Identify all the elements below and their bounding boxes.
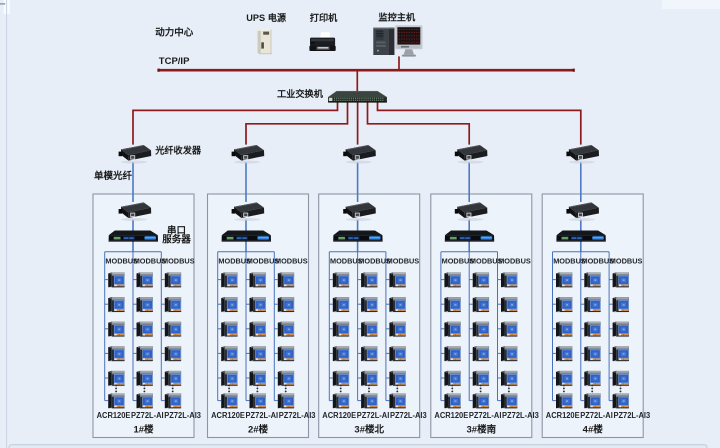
svg-text:光纤收发器: 光纤收发器 (154, 145, 202, 156)
svg-text:打印机: 打印机 (310, 12, 338, 23)
svg-text:MODBUS: MODBUS (582, 257, 615, 266)
svg-text:MODBUS: MODBUS (134, 257, 167, 266)
svg-text:动力中心: 动力中心 (155, 27, 194, 39)
svg-text:串口: 串口 (167, 225, 186, 237)
svg-text:MODBUS: MODBUS (218, 257, 251, 266)
svg-text:ACR120E PZ72L-AI PZ72L-AI3: ACR120E PZ72L-AI PZ72L-AI3 (322, 411, 427, 420)
svg-text:MODBUS: MODBUS (553, 257, 586, 266)
svg-text:MODBUS: MODBUS (105, 257, 138, 266)
svg-text:ACR120E PZ72L-AI PZ72L-AI3: ACR120E PZ72L-AI PZ72L-AI3 (434, 411, 539, 420)
svg-text:MODBUS: MODBUS (470, 257, 503, 266)
svg-text:ACR120E PZ72L-AI PZ72L-AI3: ACR120E PZ72L-AI PZ72L-AI3 (97, 411, 202, 420)
svg-text:MODBUS: MODBUS (247, 257, 280, 266)
svg-text:1#楼: 1#楼 (133, 423, 154, 435)
svg-text:TCP/IP: TCP/IP (159, 56, 190, 67)
svg-text:3#楼南: 3#楼南 (467, 423, 497, 435)
svg-text:MODBUS: MODBUS (330, 257, 363, 266)
svg-text:单模光纤: 单模光纤 (94, 170, 133, 182)
svg-text:MODBUS: MODBUS (498, 257, 531, 266)
svg-text:服务器: 服务器 (162, 234, 191, 246)
svg-text:2#楼: 2#楼 (248, 423, 269, 435)
svg-text:UPS 电源: UPS 电源 (246, 12, 287, 23)
svg-text:MODBUS: MODBUS (358, 257, 391, 266)
svg-text:ACR120E PZ72L-AI PZ72L-AI3: ACR120E PZ72L-AI PZ72L-AI3 (546, 411, 651, 420)
svg-text:MODBUS: MODBUS (275, 257, 308, 266)
svg-text:4#楼: 4#楼 (583, 423, 604, 435)
svg-text:MODBUS: MODBUS (162, 257, 195, 266)
svg-text:监控主机: 监控主机 (378, 12, 416, 23)
svg-text:MODBUS: MODBUS (610, 257, 643, 266)
svg-text:MODBUS: MODBUS (442, 257, 475, 266)
svg-text:MODBUS: MODBUS (387, 257, 420, 266)
svg-text:工业交换机: 工业交换机 (277, 88, 324, 99)
svg-text:3#楼北: 3#楼北 (354, 423, 384, 435)
svg-text:ACR120E PZ72L-AI PZ72L-AI3: ACR120E PZ72L-AI PZ72L-AI3 (211, 411, 316, 420)
